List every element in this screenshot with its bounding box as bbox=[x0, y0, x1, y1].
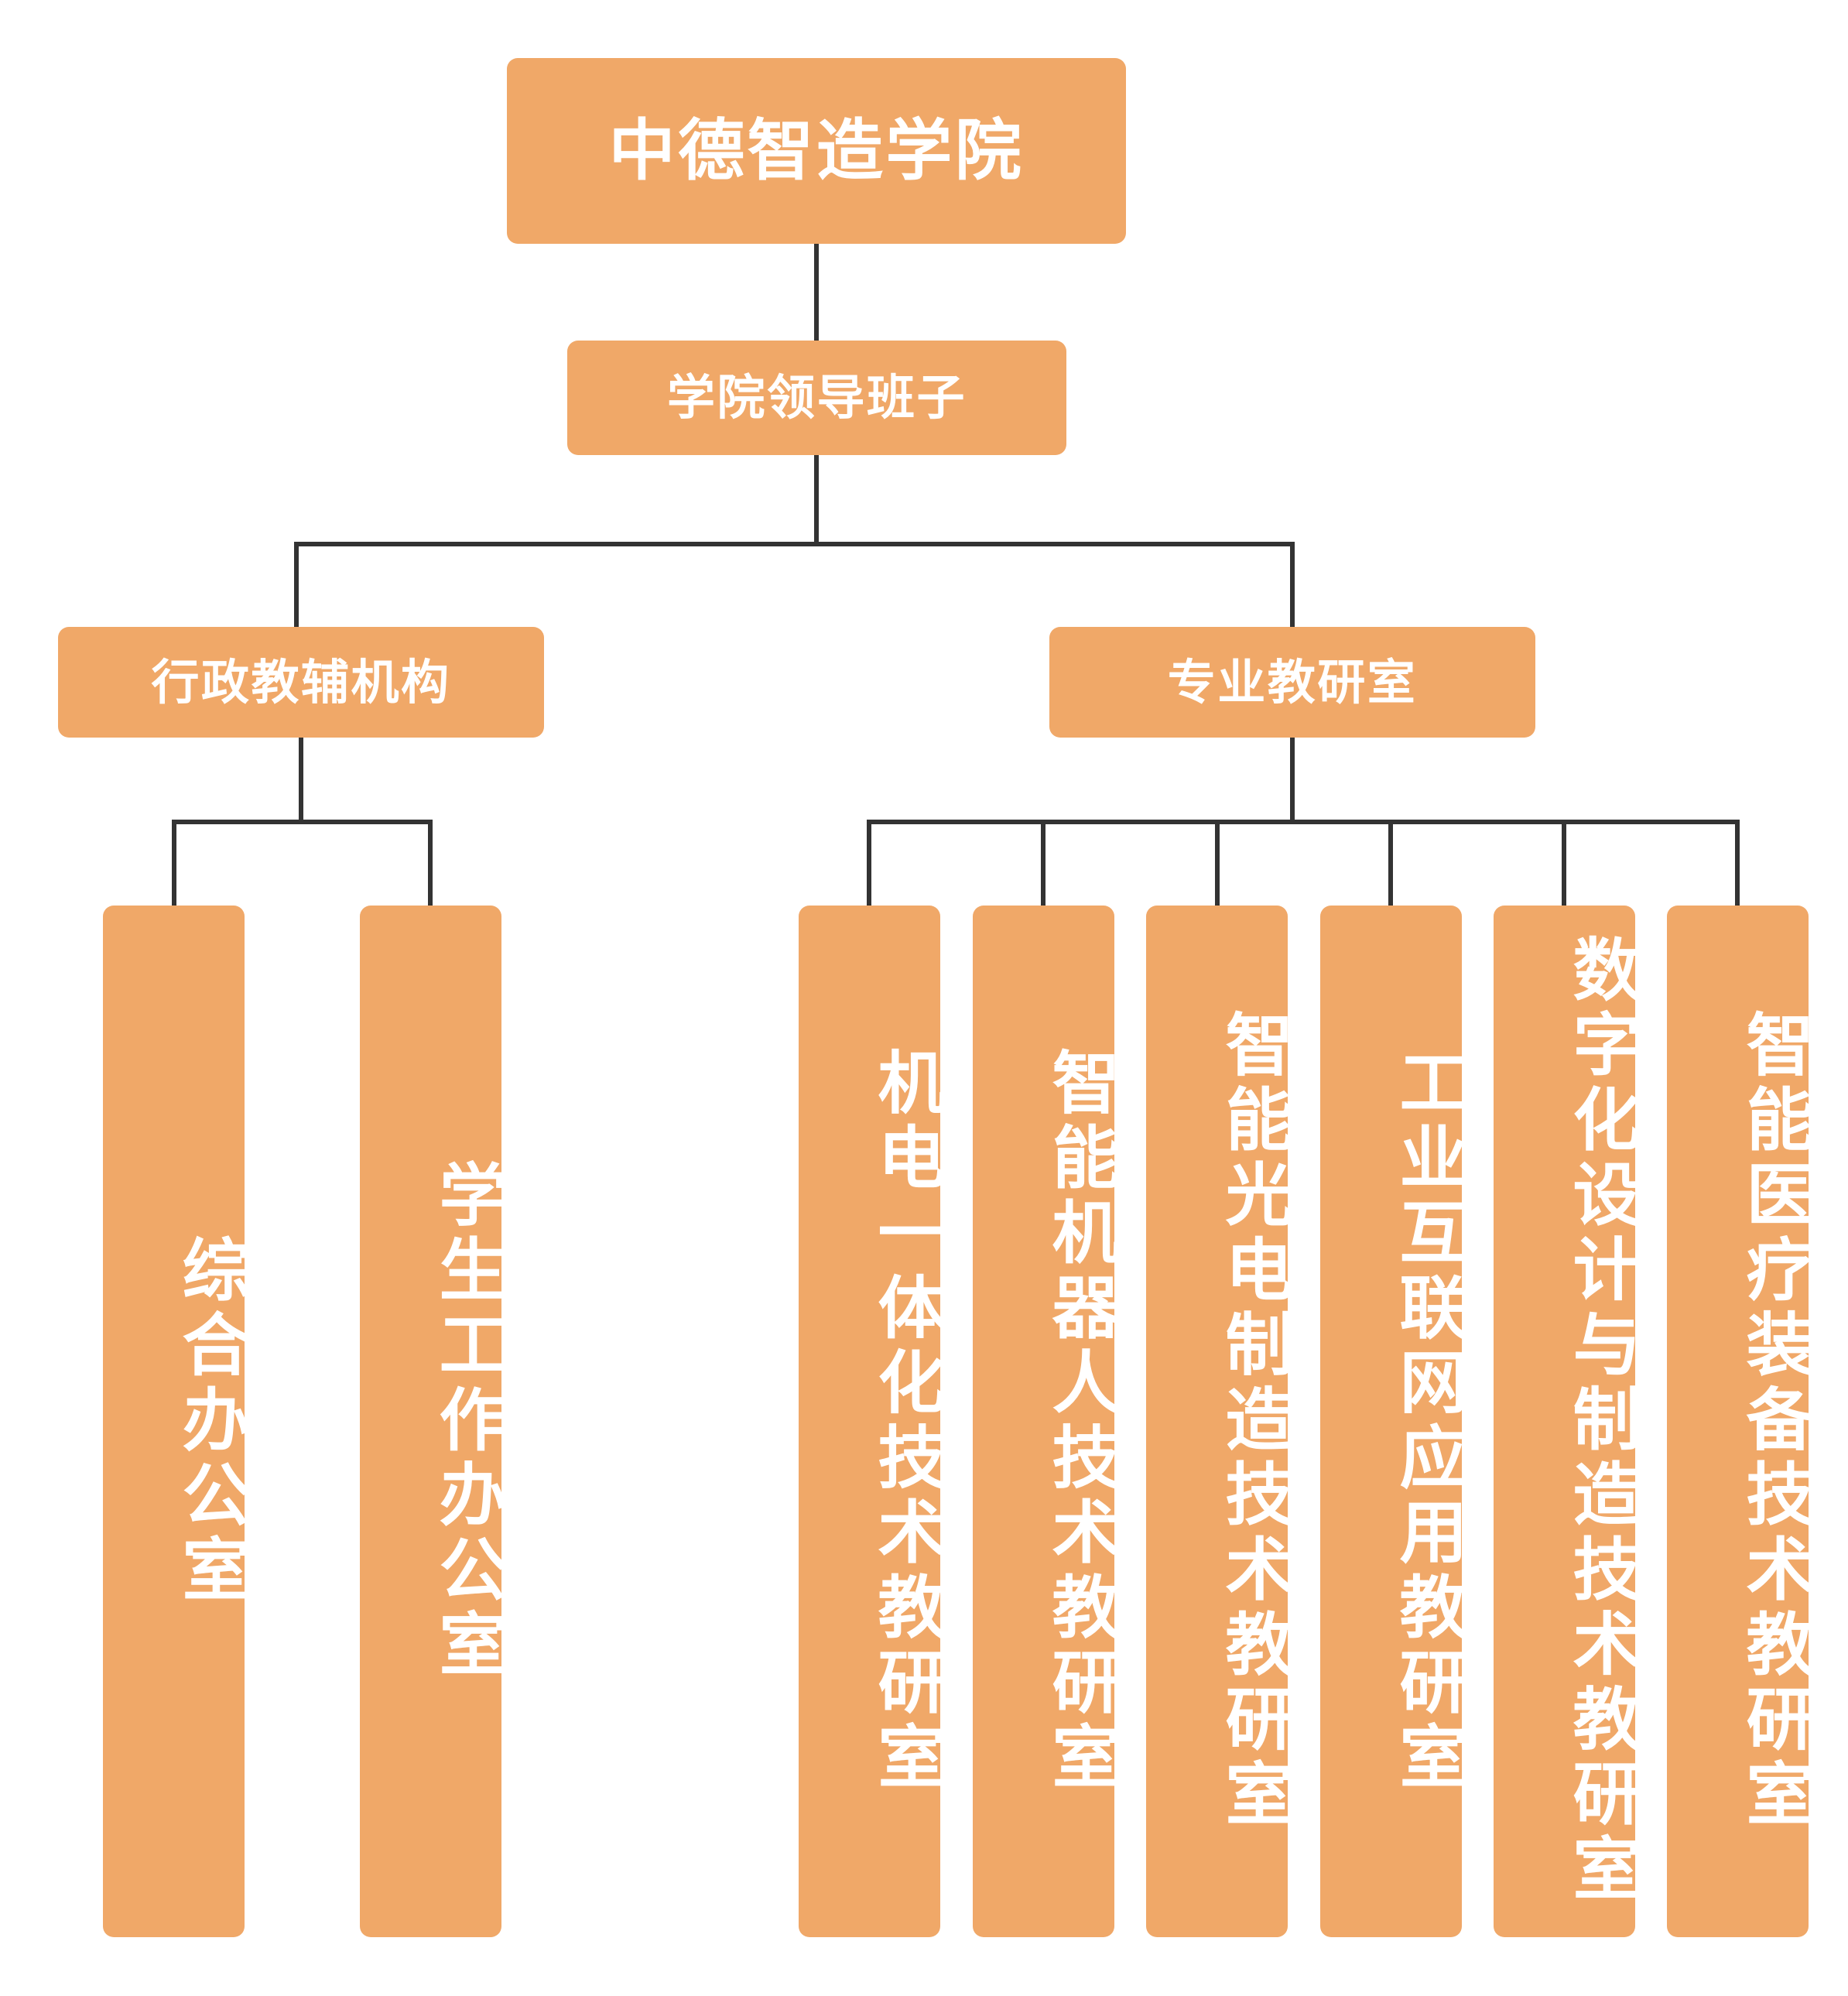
node-leaf-teaching-2[interactable]: 智能机器人技术教研室 bbox=[973, 906, 1121, 1937]
connector-teaching-child-6 bbox=[1735, 820, 1740, 907]
connector-teaching-stem bbox=[1290, 738, 1295, 822]
node-leaf-teaching-1-label: 机电一体化技术教研室 bbox=[867, 1046, 946, 1796]
connector-admin-bar bbox=[172, 820, 433, 824]
node-leaf-teaching-4[interactable]: 工业互联网应用教研室 bbox=[1320, 906, 1468, 1937]
node-leaf-admin-2-label: 学生工作办公室 bbox=[428, 1159, 508, 1684]
node-leadership[interactable]: 学院领导班子 bbox=[567, 341, 1066, 455]
node-branch-teaching-label: 专业教研室 bbox=[1167, 653, 1418, 710]
node-leaf-admin-1-label: 综合办公室 bbox=[171, 1234, 251, 1609]
connector-to-teaching bbox=[1290, 542, 1295, 628]
node-leaf-teaching-4-label: 工业互联网应用教研室 bbox=[1388, 1046, 1468, 1796]
node-branch-teaching[interactable]: 专业教研室 bbox=[1049, 627, 1535, 738]
connector-admin-child-2 bbox=[428, 820, 433, 907]
node-leaf-teaching-5-label: 数字化设计与制造技术教研室 bbox=[1562, 934, 1641, 1909]
connector-to-admin bbox=[294, 542, 299, 628]
node-leaf-teaching-6[interactable]: 智能医疗装备技术教研室 bbox=[1667, 906, 1815, 1937]
connector-teaching-child-4 bbox=[1388, 820, 1393, 907]
connector-admin-child-1 bbox=[172, 820, 176, 907]
node-leaf-teaching-2-label: 智能机器人技术教研室 bbox=[1041, 1046, 1121, 1796]
connector-root-to-leadership bbox=[814, 244, 819, 342]
node-leaf-teaching-1[interactable]: 机电一体化技术教研室 bbox=[799, 906, 946, 1937]
node-leaf-admin-2[interactable]: 学生工作办公室 bbox=[360, 906, 508, 1937]
connector-teaching-child-5 bbox=[1562, 820, 1566, 907]
node-root-label: 中德智造学院 bbox=[608, 111, 1025, 190]
node-leaf-teaching-3-label: 智能光电制造技术教研室 bbox=[1214, 1009, 1294, 1833]
connector-teaching-child-2 bbox=[1041, 820, 1045, 907]
connector-teaching-child-3 bbox=[1215, 820, 1220, 907]
node-branch-admin[interactable]: 行政教辅机构 bbox=[58, 627, 544, 738]
connector-teaching-bar bbox=[867, 820, 1740, 824]
node-leaf-admin-1[interactable]: 综合办公室 bbox=[103, 906, 251, 1937]
connector-teaching-child-1 bbox=[867, 820, 871, 907]
node-leaf-teaching-3[interactable]: 智能光电制造技术教研室 bbox=[1146, 906, 1294, 1937]
node-leaf-teaching-5[interactable]: 数字化设计与制造技术教研室 bbox=[1494, 906, 1641, 1937]
node-branch-admin-label: 行政教辅机构 bbox=[151, 653, 451, 710]
connector-leadership-stem bbox=[814, 455, 819, 544]
node-leaf-teaching-6-label: 智能医疗装备技术教研室 bbox=[1735, 1009, 1815, 1833]
connector-level2-bar bbox=[294, 542, 1295, 546]
node-leadership-label: 学院领导班子 bbox=[667, 369, 967, 426]
connector-admin-stem bbox=[299, 738, 303, 822]
node-root[interactable]: 中德智造学院 bbox=[507, 58, 1126, 244]
